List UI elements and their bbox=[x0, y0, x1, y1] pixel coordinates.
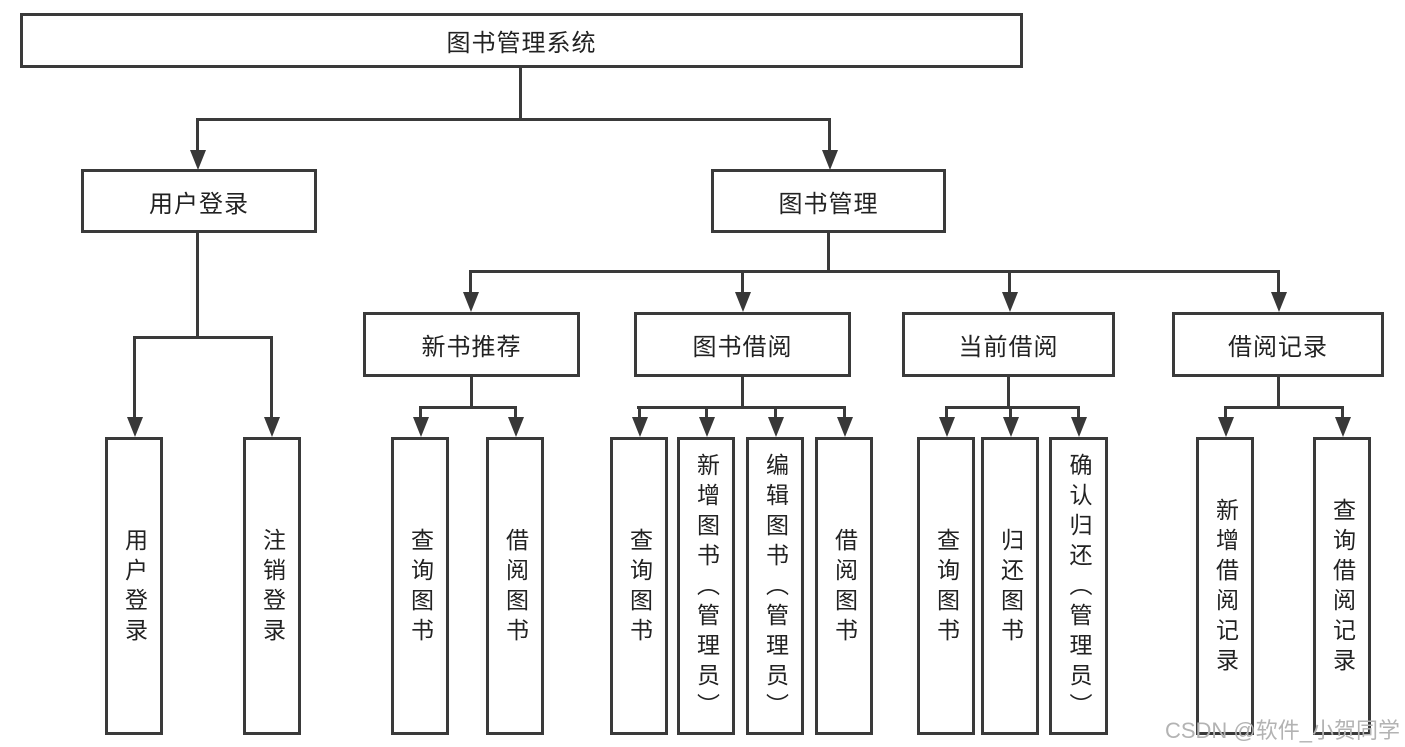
connector-drop bbox=[1224, 408, 1227, 420]
node-new-book-recommendation: 新书推荐 bbox=[363, 312, 580, 377]
connector-drop-borrowing-records bbox=[1277, 272, 1280, 294]
connector-root-stem bbox=[519, 68, 522, 120]
arrowhead-down-icon bbox=[822, 150, 838, 170]
connector-drop-book-management bbox=[828, 120, 831, 153]
connector-current-stem bbox=[1007, 377, 1010, 408]
node-return-book: 归还图书 bbox=[981, 437, 1039, 735]
watermark: CSDN @软件_小贺同学 bbox=[1164, 718, 1400, 743]
node-current-borrowing: 当前借阅 bbox=[902, 312, 1115, 377]
connector-drop-current-borrowing bbox=[1008, 272, 1011, 294]
connector-recommendation-stem bbox=[470, 377, 473, 408]
connector-user-login-hbar bbox=[133, 336, 273, 339]
connector-borrowing-hbar bbox=[637, 406, 846, 409]
connector-drop bbox=[1009, 408, 1012, 420]
connector-recommendation-hbar bbox=[419, 406, 517, 409]
connector-drop bbox=[514, 408, 517, 420]
connector-root-hbar bbox=[196, 118, 831, 121]
arrowhead-down-icon bbox=[1335, 417, 1351, 437]
node-confirm-return-admin: 确认归还（管理员） bbox=[1049, 437, 1108, 735]
connector-drop-book-borrowing bbox=[741, 272, 744, 294]
connector-drop bbox=[419, 408, 422, 420]
node-query-books-current: 查询图书 bbox=[917, 437, 975, 735]
node-book-management: 图书管理 bbox=[711, 169, 946, 233]
connector-user-login-stem bbox=[196, 233, 199, 338]
connector-drop-logout-action bbox=[270, 338, 273, 418]
node-borrow-books-recommend: 借阅图书 bbox=[486, 437, 544, 735]
connector-book-management-hbar bbox=[469, 270, 1280, 273]
node-query-borrow-record: 查询借阅记录 bbox=[1313, 437, 1371, 735]
connector-book-management-stem bbox=[827, 233, 830, 272]
node-user-login: 用户登录 bbox=[81, 169, 317, 233]
connector-drop bbox=[1341, 408, 1344, 420]
node-logout-action: 注销登录 bbox=[243, 437, 301, 735]
arrowhead-down-icon bbox=[463, 292, 479, 312]
connector-drop-user-login bbox=[196, 120, 199, 153]
arrowhead-down-icon bbox=[1271, 292, 1287, 312]
arrowhead-down-icon bbox=[1003, 417, 1019, 437]
node-query-books-borrowing: 查询图书 bbox=[610, 437, 668, 735]
node-root: 图书管理系统 bbox=[20, 13, 1023, 68]
arrowhead-down-icon bbox=[264, 417, 280, 437]
node-user-login-action: 用户登录 bbox=[105, 437, 163, 735]
arrowhead-down-icon bbox=[190, 150, 206, 170]
arrowhead-down-icon bbox=[508, 417, 524, 437]
arrowhead-down-icon bbox=[1002, 292, 1018, 312]
node-borrow-books-borrowing: 借阅图书 bbox=[815, 437, 873, 735]
node-query-books-recommend: 查询图书 bbox=[391, 437, 449, 735]
arrowhead-down-icon bbox=[768, 417, 784, 437]
connector-drop-login-action bbox=[133, 338, 136, 418]
node-add-borrow-record: 新增借阅记录 bbox=[1196, 437, 1254, 735]
arrowhead-down-icon bbox=[735, 292, 751, 312]
arrowhead-down-icon bbox=[837, 417, 853, 437]
node-book-borrowing: 图书借阅 bbox=[634, 312, 851, 377]
arrowhead-down-icon bbox=[413, 417, 429, 437]
connector-drop-new-book bbox=[469, 272, 472, 294]
connector-drop bbox=[1077, 408, 1080, 420]
connector-drop bbox=[774, 408, 777, 420]
connector-drop bbox=[843, 408, 846, 420]
node-borrowing-records: 借阅记录 bbox=[1172, 312, 1384, 377]
node-add-book-admin: 新增图书（管理员） bbox=[677, 437, 735, 735]
arrowhead-down-icon bbox=[1218, 417, 1234, 437]
connector-records-hbar bbox=[1224, 406, 1344, 409]
arrowhead-down-icon bbox=[1071, 417, 1087, 437]
connector-drop bbox=[705, 408, 708, 420]
connector-drop bbox=[945, 408, 948, 420]
arrowhead-down-icon bbox=[632, 417, 648, 437]
connector-drop bbox=[638, 408, 641, 420]
connector-borrowing-stem bbox=[741, 377, 744, 408]
node-edit-book-admin: 编辑图书（管理员） bbox=[746, 437, 804, 735]
arrowhead-down-icon bbox=[127, 417, 143, 437]
arrowhead-down-icon bbox=[939, 417, 955, 437]
connector-records-stem bbox=[1277, 377, 1280, 408]
connector-current-hbar bbox=[945, 406, 1080, 409]
arrowhead-down-icon bbox=[699, 417, 715, 437]
